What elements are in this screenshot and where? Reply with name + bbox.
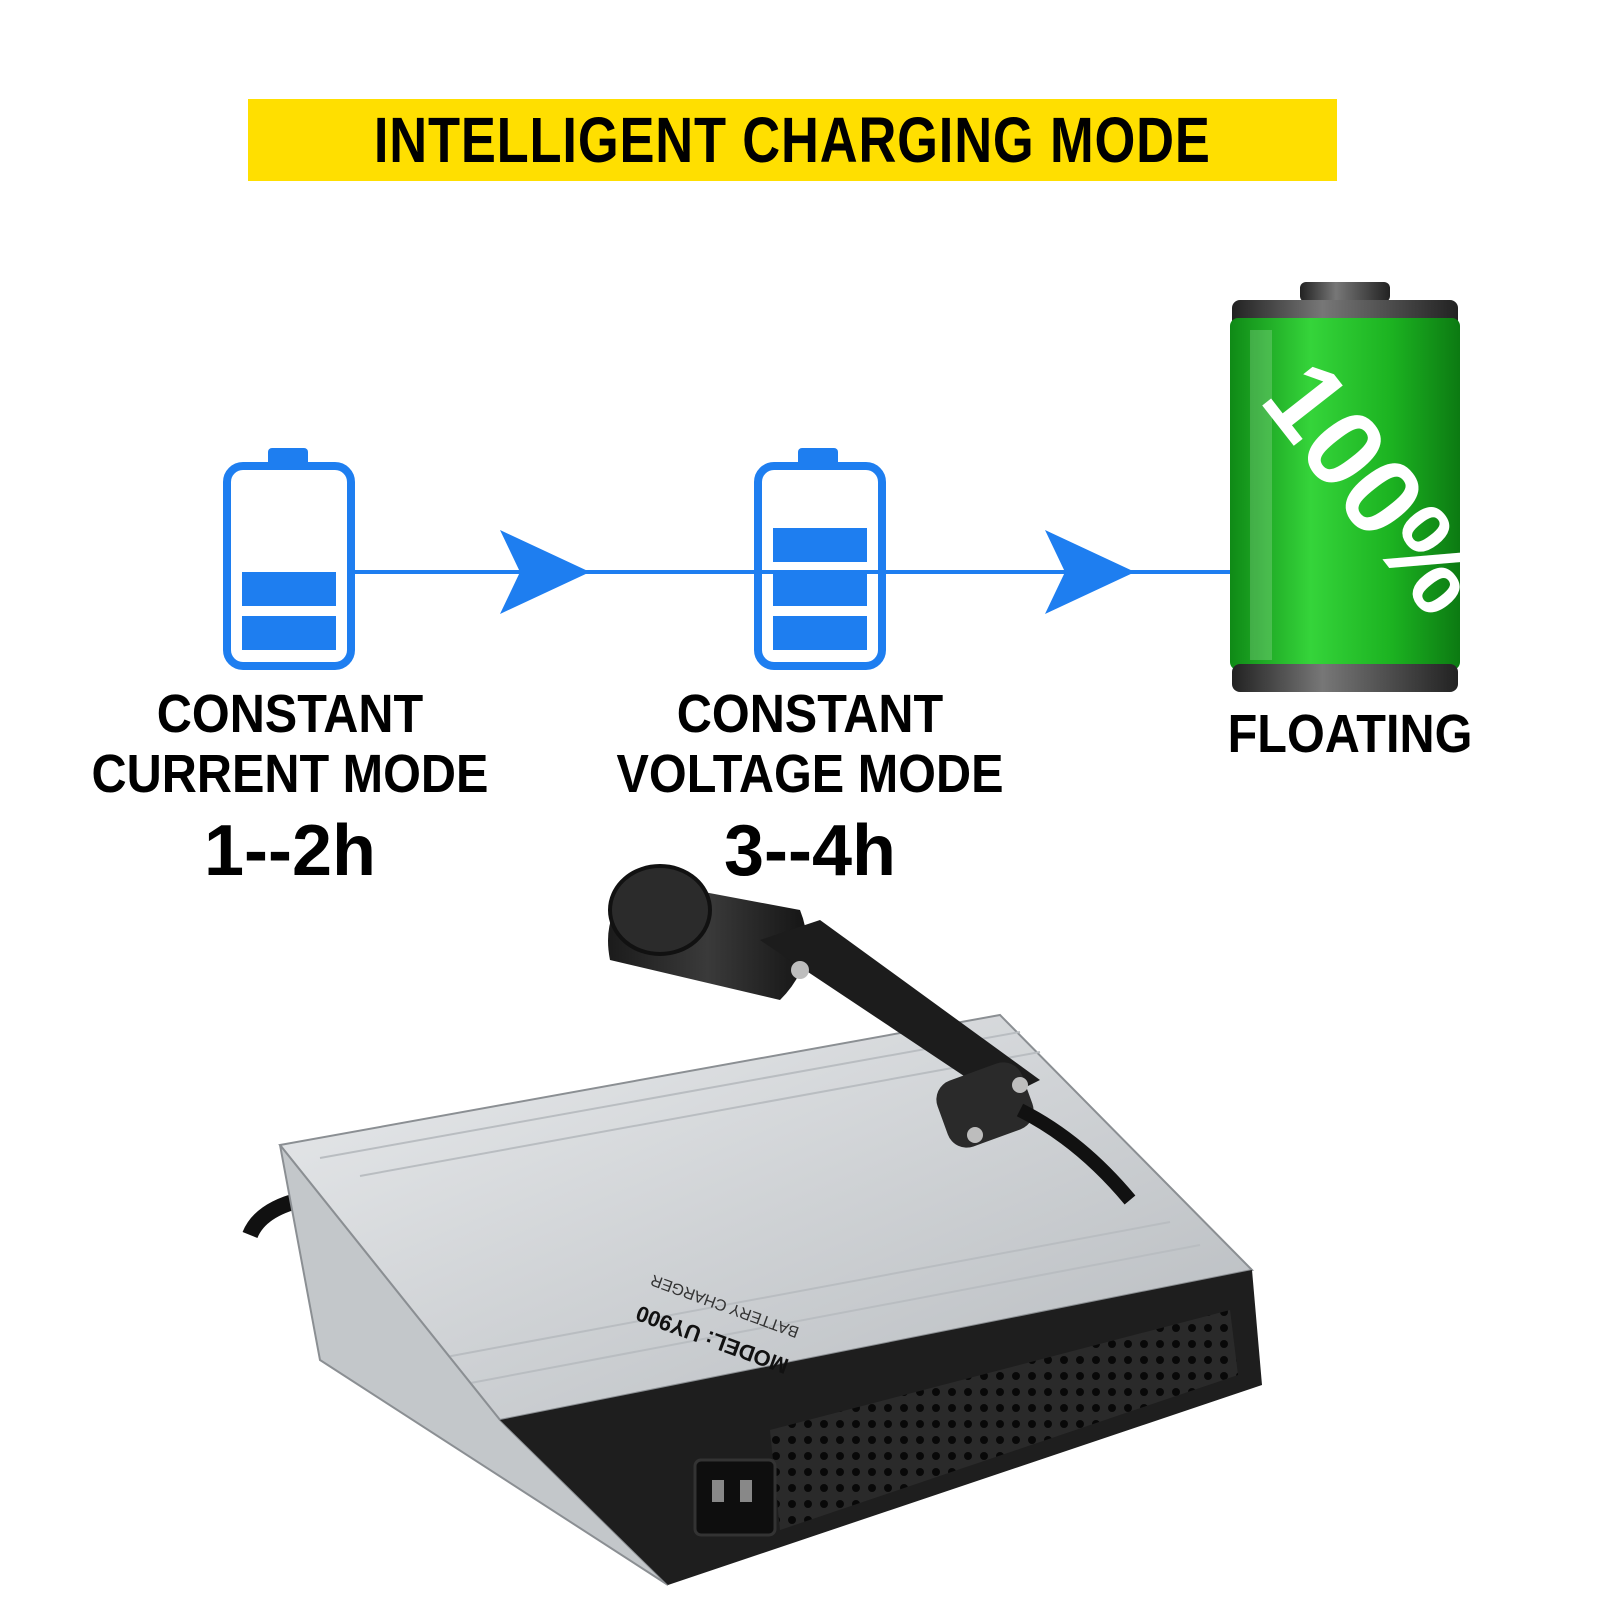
stage-3-label: FLOATING: [1227, 704, 1473, 764]
vent-grille: [770, 1310, 1238, 1530]
stage-constant-current: CONSTANT CURRENT MODE 1--2h: [60, 684, 520, 892]
output-cable: [1016, 1103, 1136, 1205]
banner-title: INTELLIGENT CHARGING MODE: [374, 104, 1211, 176]
stage-constant-voltage: CONSTANT VOLTAGE MODE 3--4h: [580, 684, 1040, 892]
stage-1-time: 1--2h: [203, 810, 377, 891]
charging-plug: [608, 864, 1136, 1205]
battery-constant-current-icon: [223, 448, 355, 670]
plug-screw-icon: [791, 961, 809, 979]
battery-constant-voltage-icon: [754, 448, 886, 670]
power-socket-icon: [693, 1458, 777, 1537]
stage-1-line1: CONSTANT: [156, 684, 424, 744]
stage-floating: FLOATING: [1160, 704, 1540, 764]
stage-2-time: 3--4h: [723, 810, 897, 891]
stage-2-line1: CONSTANT: [676, 684, 944, 744]
charging-flow-diagram: 100%: [223, 282, 1460, 692]
stage-2-line2: VOLTAGE MODE: [616, 744, 1004, 805]
arrow-2-icon: [1045, 530, 1135, 614]
charger-product-image: MODEL: UY900 BATTERY CHARGER: [242, 864, 1262, 1586]
arrow-1-icon: [500, 530, 590, 614]
title-banner: INTELLIGENT CHARGING MODE: [248, 99, 1337, 181]
housing-ribs: [319, 1031, 1201, 1386]
stage-1-line2: CURRENT MODE: [91, 744, 489, 805]
battery-full-green-icon: [1230, 282, 1460, 692]
